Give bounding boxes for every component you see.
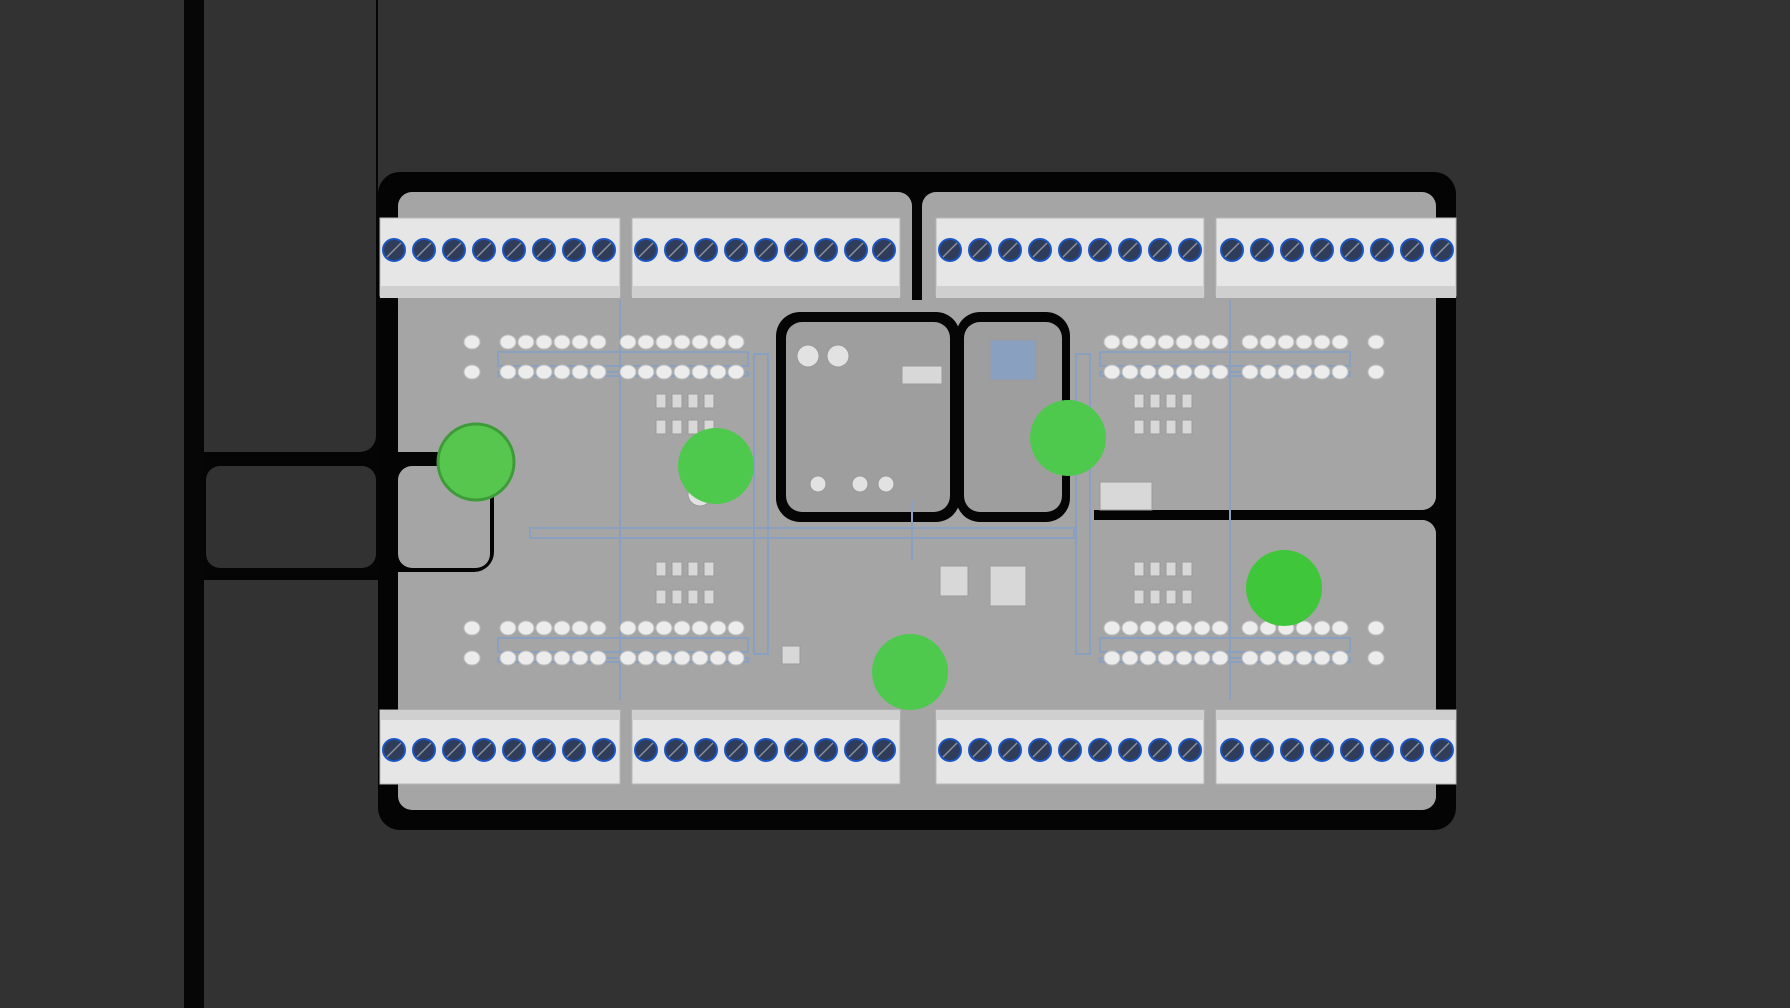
green-circle-marker-icon[interactable] xyxy=(1030,400,1106,476)
fan-bank-bottom-3 xyxy=(935,709,1205,785)
tank-cluster-top-right xyxy=(1103,334,1385,380)
fan-bank-top-4 xyxy=(1215,217,1457,298)
green-circle-marker-icon[interactable] xyxy=(1246,550,1322,626)
green-circle-marker-icon[interactable] xyxy=(872,634,948,710)
lane-right xyxy=(1160,510,1436,520)
tank-cluster-bottom-right xyxy=(1103,620,1385,666)
fan-bank-bottom-2 xyxy=(631,709,901,785)
lot-left-top xyxy=(204,0,376,452)
fan-bank-bottom-4 xyxy=(1215,709,1457,785)
fan-bank-bottom-1 xyxy=(379,709,621,785)
lot-left-bottom xyxy=(206,584,376,1008)
fan-bank-top-3 xyxy=(935,217,1205,298)
left-road xyxy=(184,0,204,1008)
fan-bank-top-2 xyxy=(631,217,901,298)
tank-cluster-bottom-left xyxy=(463,620,745,666)
tank-cluster-top-left xyxy=(463,334,745,380)
green-circle-marker-icon[interactable] xyxy=(436,422,516,502)
fan-bank-top-1 xyxy=(379,217,621,298)
green-circle-marker-icon[interactable] xyxy=(678,428,754,504)
lot-left-middle xyxy=(206,466,376,568)
equipment-blocks xyxy=(655,339,1193,665)
